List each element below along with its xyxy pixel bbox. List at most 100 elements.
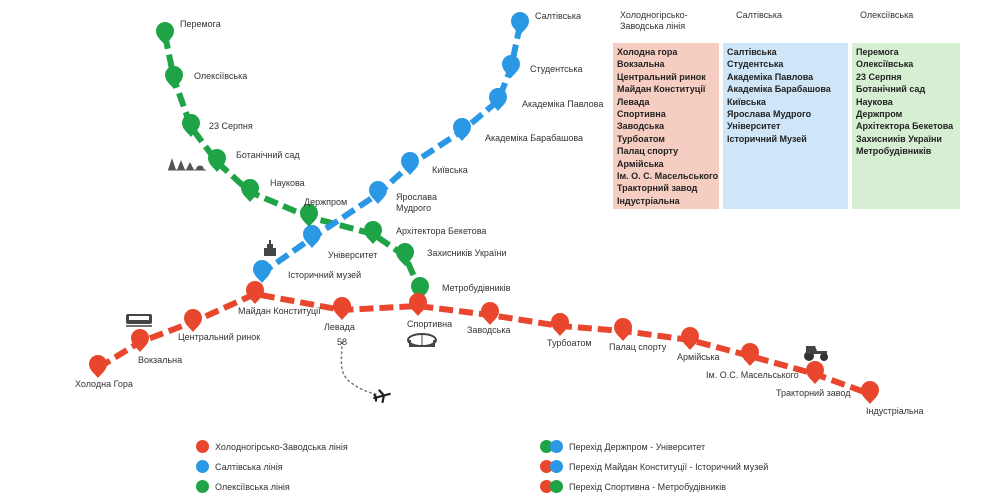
green-station-marker[interactable] <box>241 179 259 202</box>
station-label: Спортивна <box>407 319 452 329</box>
station-label: Ботанічний сад <box>236 150 300 160</box>
blue-station-marker[interactable] <box>511 12 529 35</box>
station-label: Центральний ринок <box>178 332 260 342</box>
station-label: Салтівська <box>535 11 581 21</box>
panel-heading-red: Холодногірсько-Заводська лінія <box>620 10 688 31</box>
panel-station-name: Київська <box>727 96 766 107</box>
panel-station-name: Перемога <box>856 47 899 57</box>
red-station-marker[interactable] <box>741 343 759 366</box>
stadium-icon <box>407 333 437 347</box>
station-label: Холодна Гора <box>75 379 133 389</box>
red-station-marker[interactable] <box>861 381 879 404</box>
panel-heading-green: Олексіївська <box>860 10 914 20</box>
red-station-marker[interactable] <box>89 355 107 378</box>
blue-line-dot-icon <box>550 440 563 453</box>
panel-station-name: Академіка Барабашова <box>727 84 831 95</box>
station-label: Історичний музей <box>288 270 361 280</box>
station-label: Метробудівників <box>442 283 511 293</box>
red-station-marker[interactable] <box>806 361 824 384</box>
blue-station-marker[interactable] <box>303 225 321 248</box>
station-label: Турбоатом <box>547 338 592 348</box>
legend-item: Олексіївська лінія <box>196 480 290 493</box>
panel-heading-blue: Салтівська <box>736 10 782 20</box>
station-label: Держпром <box>304 197 347 207</box>
bus-route-number: 58 <box>337 337 347 347</box>
legend-item: Перехід Спортивна - Метробудівників <box>540 480 726 493</box>
legend-label: Перехід Майдан Конституції - Історичний … <box>569 461 769 472</box>
station-label: Армійська <box>677 352 720 362</box>
station-label: Тракторний завод <box>776 388 851 398</box>
panel-station-name: Держпром <box>856 109 903 120</box>
panel-station-name: Спортивна <box>617 109 666 120</box>
panel-station-name: Ім. О. С. Масельського <box>617 171 719 182</box>
panel-station-name: Вокзальна <box>617 59 665 70</box>
red-station-marker[interactable] <box>551 313 569 336</box>
station-label: Академіка Барабашова <box>485 133 583 143</box>
panel-station-name: Студентська <box>727 59 784 70</box>
station-label: Університет <box>328 250 377 260</box>
station-label: Київська <box>432 165 468 175</box>
green-line-dot-icon <box>550 480 563 493</box>
panel-station-name: Ярослава Мудрого <box>727 109 812 120</box>
legend-label: Перехід Спортивна - Метробудівників <box>569 481 726 492</box>
green-station-marker[interactable] <box>208 149 226 172</box>
train-icon <box>126 314 152 327</box>
panel-station-name: Університет <box>727 121 781 132</box>
panel-station-name: Олексіївська <box>856 59 914 70</box>
green-station-marker[interactable] <box>364 221 382 244</box>
panel-station-name: Ботанічний сад <box>856 84 926 95</box>
station-label: Наукова <box>270 178 305 188</box>
blue-station-marker[interactable] <box>253 260 271 283</box>
red-station-marker[interactable] <box>246 281 264 304</box>
panel-station-name: Заводська <box>617 121 665 132</box>
red-station-marker[interactable] <box>481 302 499 325</box>
station-label: Індустріальна <box>866 406 924 416</box>
panel-station-name: Тракторний завод <box>617 183 698 194</box>
red-station-marker[interactable] <box>409 293 427 316</box>
red-station-marker[interactable] <box>614 318 632 341</box>
blue-station-marker[interactable] <box>489 88 507 111</box>
green-station-marker[interactable] <box>300 204 318 227</box>
red-station-marker[interactable] <box>333 297 351 320</box>
panel-station-name: Палац спорту <box>617 146 679 157</box>
green-station-marker[interactable] <box>182 114 200 137</box>
station-label: Перемога <box>180 19 221 29</box>
blue-station-marker[interactable] <box>453 118 471 141</box>
station-label: Заводська <box>467 325 511 335</box>
legend-item: Перехід Держпром - Університет <box>540 440 705 453</box>
red-line-dot-icon <box>196 440 209 453</box>
station-label: Архітектора Бекетова <box>396 226 486 236</box>
panel-station-name: Захисників України <box>856 133 942 144</box>
station-label: Ім. О.С. Масельського <box>706 370 799 380</box>
panel-station-name: Архітектора Бекетова <box>856 121 954 132</box>
station-label: Вокзальна <box>138 355 182 365</box>
station-label: Олексіївська <box>194 71 247 81</box>
bus-route-path <box>340 341 377 395</box>
blue-station-marker[interactable] <box>502 55 520 78</box>
panel-station-name: Індустріальна <box>617 195 680 206</box>
green-station-marker[interactable] <box>165 66 183 89</box>
legend-label: Холодногірсько-Заводська лінія <box>215 441 348 452</box>
station-label: Мудрого <box>396 203 431 213</box>
panel-station-name: Левада <box>617 96 650 107</box>
panel-station-name: Холодна гора <box>617 47 678 57</box>
red-station-marker[interactable] <box>184 309 202 332</box>
blue-station-marker[interactable] <box>401 152 419 175</box>
legend-label: Олексіївська лінія <box>215 481 290 492</box>
station-label: Захисників України <box>427 248 506 258</box>
red-station-marker[interactable] <box>681 327 699 350</box>
panel-station-name: Армійська <box>617 158 664 169</box>
station-label: Студентська <box>530 64 583 74</box>
green-station-marker[interactable] <box>156 22 174 45</box>
green-station-marker[interactable] <box>396 243 414 266</box>
blue-station-marker[interactable] <box>369 181 387 204</box>
blue-line-dot-icon <box>196 460 209 473</box>
panel-station-name: Історичний Музей <box>727 133 807 144</box>
legend-label: Салтівська лінія <box>215 461 283 472</box>
red-station-marker[interactable] <box>131 329 149 352</box>
green-line-dot-icon <box>540 440 553 453</box>
